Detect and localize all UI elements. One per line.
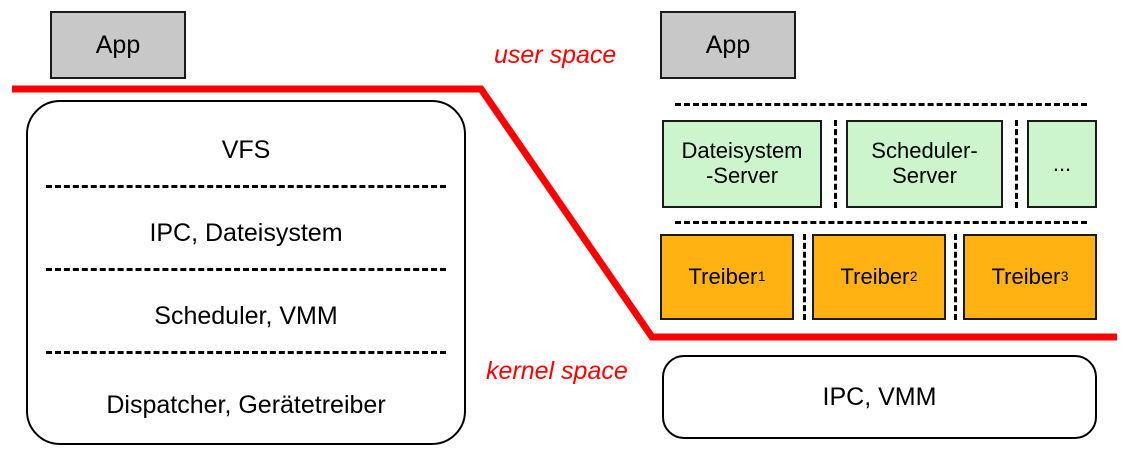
monolithic-layer-dispatcher: Dispatcher, Gerätetreiber <box>106 391 386 419</box>
driver-separator-1 <box>803 234 806 320</box>
server-box-filesystem-line2: -Server <box>705 163 779 188</box>
driver-box-1-index: 1 <box>757 269 766 285</box>
driver-separator-2 <box>954 234 957 320</box>
driver-box-1-label: Treiber <box>688 263 758 289</box>
monolithic-app-label: App <box>95 31 141 59</box>
kernel-space-label: kernel space <box>486 357 628 385</box>
server-box-filesystem-line1: Dateisystem <box>681 138 803 164</box>
monolithic-layer-ipc-fs: IPC, Dateisystem <box>149 219 343 247</box>
monolithic-divider-1 <box>46 185 446 188</box>
microkernel-divider-below-servers <box>675 221 1087 224</box>
server-box-more: ... <box>1027 120 1097 208</box>
server-box-scheduler: Scheduler- Server <box>846 120 1003 208</box>
server-box-scheduler-line2: Server <box>892 163 957 188</box>
server-box-scheduler-line1: Scheduler- <box>871 138 978 164</box>
monolithic-app-box: App <box>50 11 186 79</box>
server-separator-1 <box>834 120 837 208</box>
monolithic-divider-3 <box>46 351 446 354</box>
driver-box-2-label: Treiber <box>840 263 910 289</box>
microkernel-app-label: App <box>705 31 751 59</box>
driver-box-2-index: 2 <box>909 269 918 285</box>
server-box-more-label: ... <box>1052 150 1072 176</box>
microkernel-core-box: IPC, VMM <box>662 355 1097 439</box>
server-separator-2 <box>1015 120 1018 208</box>
user-space-label: user space <box>494 41 617 69</box>
driver-box-3-label: Treiber <box>991 263 1061 289</box>
monolithic-layer-sched-vmm: Scheduler, VMM <box>154 302 338 330</box>
microkernel-app-box: App <box>660 11 796 79</box>
driver-box-3-index: 3 <box>1060 269 1069 285</box>
monolithic-divider-2 <box>46 268 446 271</box>
monolithic-layer-vfs: VFS <box>221 136 271 164</box>
microkernel-divider-above-servers <box>675 103 1087 106</box>
microkernel-core-label: IPC, VMM <box>822 383 937 411</box>
server-box-filesystem: Dateisystem -Server <box>662 120 822 208</box>
